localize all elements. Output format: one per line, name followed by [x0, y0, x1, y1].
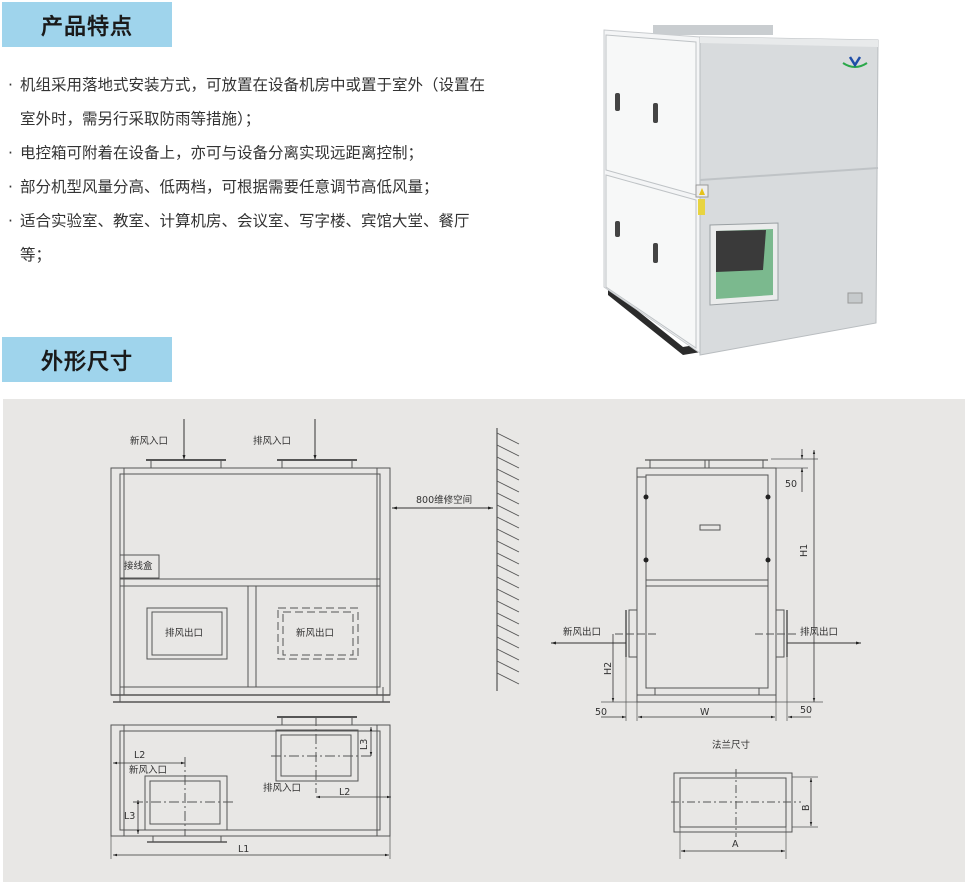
label-dim-l1: L1 [238, 844, 250, 855]
label-side-exhaust-air-outlet: 排风出口 [800, 627, 839, 638]
label-fresh-air-outlet: 新风出口 [296, 628, 335, 639]
label-dim-l3-right: L3 [359, 738, 370, 750]
label-dim-h1: H1 [799, 543, 810, 557]
feature-text: 机组采用落地式安装方式，可放置在设备机房中或置于室外（设置在室外时，需另行采取防… [20, 76, 486, 128]
feature-item: · 部分机型风量分高、低两档，可根据需要任意调节高低风量； [8, 170, 498, 204]
label-dim-l3-left: L3 [124, 811, 136, 822]
dimension-drawing-panel: 新风入口 排风入口 800维修空间 接线盒 排风出口 新风出口 L2 新风入口 … [3, 399, 965, 882]
label-dim-l2-right: L2 [339, 787, 351, 798]
bullet: · [8, 212, 13, 230]
front-view [110, 419, 520, 703]
flange-view [671, 769, 818, 859]
section-title-features: 产品特点 [2, 2, 172, 47]
feature-list: · 机组采用落地式安装方式，可放置在设备机房中或置于室外（设置在室外时，需另行采… [8, 68, 498, 272]
bullet: · [8, 76, 13, 94]
label-fresh-air-inlet-top: 新风入口 [129, 765, 168, 776]
label-exhaust-air-inlet: 排风入口 [253, 436, 292, 447]
feature-item: · 适合实验室、教室、计算机房、会议室、写字楼、宾馆大堂、餐厅等； [8, 204, 498, 272]
label-junction-box: 接线盒 [124, 561, 153, 572]
feature-text: 部分机型风量分高、低两档，可根据需要任意调节高低风量； [20, 178, 439, 196]
feature-item: · 电控箱可附着在设备上，亦可与设备分离实现远距离控制； [8, 136, 498, 170]
label-maintenance-space: 800维修空间 [416, 495, 473, 506]
label-side-fresh-air-outlet: 新风出口 [563, 627, 602, 638]
label-dim-top-50: 50 [785, 479, 798, 490]
label-exhaust-air-inlet-top: 排风入口 [263, 783, 302, 794]
feature-text: 适合实验室、教室、计算机房、会议室、写字楼、宾馆大堂、餐厅等； [20, 212, 470, 264]
label-flange-title: 法兰尺寸 [712, 740, 751, 751]
label-dim-a: A [732, 839, 739, 850]
label-fresh-air-inlet: 新风入口 [130, 436, 169, 447]
product-image [598, 25, 880, 365]
label-dim-h2: H2 [603, 661, 614, 675]
label-dim-right-50: 50 [800, 705, 813, 716]
label-dim-l2-left: L2 [134, 750, 146, 761]
feature-item: · 机组采用落地式安装方式，可放置在设备机房中或置于室外（设置在室外时，需另行采… [8, 68, 498, 136]
side-view [551, 449, 861, 721]
bullet: · [8, 178, 13, 196]
top-view [110, 716, 391, 859]
label-dim-b: B [801, 804, 812, 811]
label-exhaust-air-outlet: 排风出口 [165, 628, 204, 639]
feature-text: 电控箱可附着在设备上，亦可与设备分离实现远距离控制； [20, 144, 424, 162]
bullet: · [8, 144, 13, 162]
label-dim-w: W [700, 707, 710, 718]
section-title-dimensions: 外形尺寸 [2, 337, 172, 382]
label-dim-left-50: 50 [595, 707, 608, 718]
